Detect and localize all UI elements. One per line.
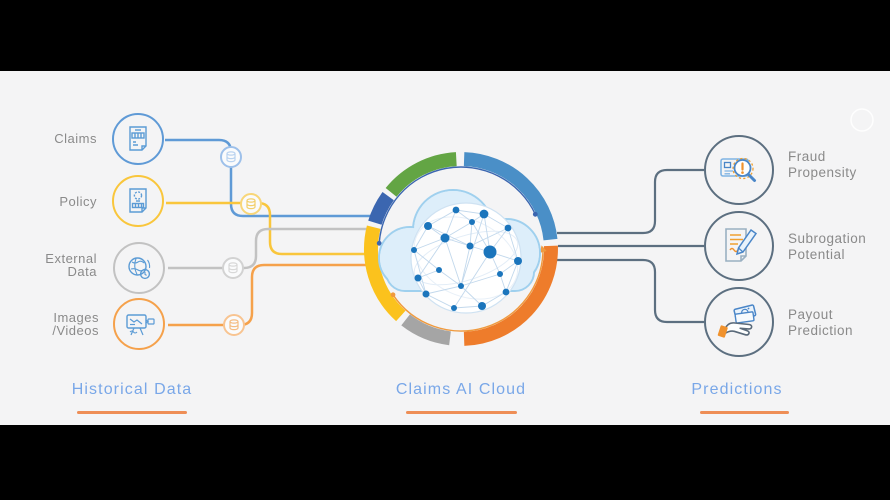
media-screen-icon: [126, 314, 155, 336]
images-videos-label: Images /Videos: [52, 310, 99, 338]
claims-line-node: [220, 146, 242, 168]
policy-label: Policy: [17, 194, 97, 209]
fraud-connector-line: [557, 168, 704, 235]
policy-label-text: Policy: [59, 194, 97, 209]
subrogation-potential-circle: [704, 211, 774, 281]
payout-connector-line: [557, 258, 704, 324]
external-data-source-circle: [113, 242, 165, 294]
ring-segment-green: [385, 152, 457, 197]
fraud-magnifier-icon: [720, 157, 756, 182]
rotation-arc-orange: [390, 245, 547, 332]
watermark-circle: [850, 108, 874, 132]
rotation-arc-blue: [376, 166, 538, 246]
claims-label-text: Claims: [54, 131, 97, 146]
external-line-node: [222, 257, 244, 279]
network-globe: [410, 202, 522, 314]
ring-segment-gray: [401, 314, 452, 346]
policy-document-icon: [129, 188, 147, 213]
payout-prediction-circle: [704, 287, 774, 357]
subrogation-potential-label: Subrogation Potential: [788, 231, 867, 262]
claims-ai-cloud-underline: [406, 411, 517, 414]
images-videos-connector-line: [168, 263, 366, 327]
ring-segment-dark-blue: [368, 191, 395, 226]
claims-ai-cloud-title: Claims AI Cloud: [395, 381, 527, 398]
predictions-underline: [700, 411, 789, 414]
ring-segment-orange: [463, 245, 558, 346]
images-line-node: [223, 314, 245, 336]
fraud-propensity-label: Fraud Propensity: [788, 149, 857, 180]
payout-prediction-label: Payout Prediction: [788, 307, 854, 338]
historical-data-underline: [77, 411, 187, 414]
document-pen-icon: [725, 228, 758, 262]
ring-segment-blue: [463, 152, 558, 241]
ring-segment-yellow: [364, 225, 406, 322]
globe-data-icon: [128, 257, 151, 280]
policy-line-node: [240, 193, 262, 215]
historical-data-title: Historical Data: [71, 381, 193, 398]
claims-source-circle: [112, 113, 164, 165]
claims-connector-line: [165, 138, 371, 218]
external-data-label: External Data: [45, 251, 97, 279]
hand-money-icon: [717, 304, 757, 338]
images-videos-source-circle: [113, 298, 165, 350]
claims-label: Claims: [17, 131, 97, 146]
fraud-propensity-circle: [704, 135, 774, 205]
predictions-title: Predictions: [691, 381, 783, 398]
claim-document-icon: [129, 126, 147, 151]
external-data-connector-line: [168, 227, 368, 270]
policy-source-circle: [112, 175, 164, 227]
